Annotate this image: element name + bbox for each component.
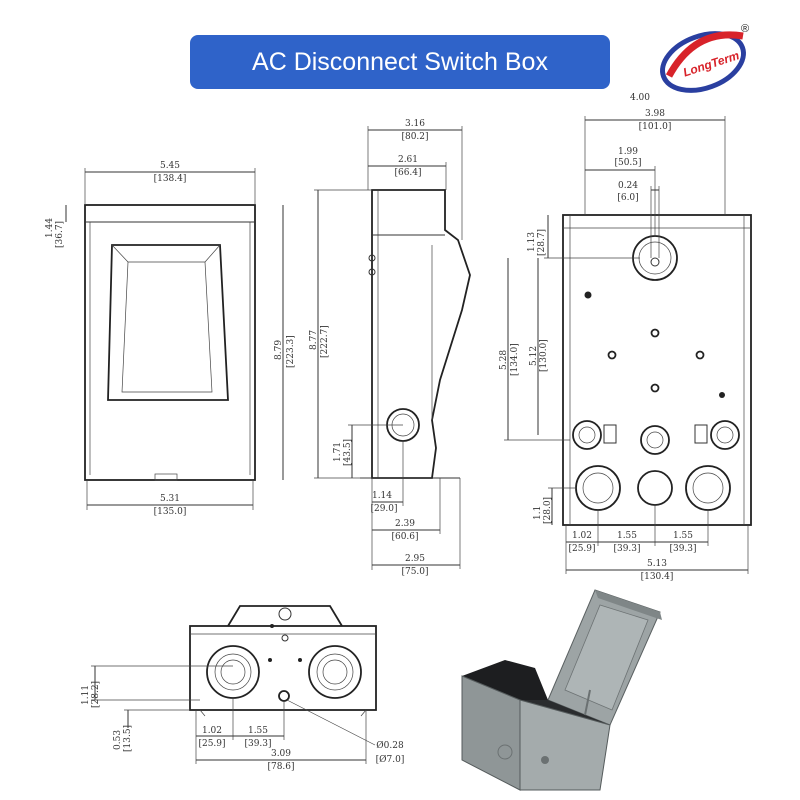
bottom-k2-mm: [39.3]: [244, 739, 271, 749]
front-top-band: 1.44: [45, 218, 55, 238]
front-width-bottom: 5.31: [160, 494, 180, 504]
side-hole-h: 1.71: [333, 442, 343, 462]
back-half: 1.99: [618, 147, 638, 157]
front-width-bottom-mm: [135.0]: [154, 507, 187, 517]
back-k2: 1.55: [617, 531, 637, 541]
side-base1: 2.39: [395, 519, 415, 529]
side-base2-mm: [75.0]: [401, 567, 428, 577]
product-illustration: [461, 589, 662, 791]
back-k2-mm: [39.3]: [613, 544, 640, 554]
back-width-mm: [130.4]: [641, 572, 674, 582]
back-k1-mm: [25.9]: [568, 544, 595, 554]
front-width-top-mm: [138.4]: [154, 174, 187, 184]
side-height: 8.77: [309, 330, 319, 350]
back-half-mm: [50.5]: [614, 158, 641, 168]
back-h2: 5.12: [529, 346, 539, 366]
longterm-logo: LongTerm ®: [660, 23, 749, 93]
side-depth-mm: [80.2]: [401, 132, 428, 142]
side-inner-mm: [66.4]: [394, 168, 421, 178]
back-top-offset-mm: [28.7]: [537, 229, 547, 256]
page-title: AC Disconnect Switch Box: [252, 47, 548, 76]
bottom-dia-mm: [Ø7.0]: [376, 754, 405, 765]
side-inner: 2.61: [398, 155, 418, 165]
front-view: 5.45 [138.4] 1.44 [36.7] 8.79 [223.3] 5.…: [45, 161, 296, 517]
side-hole-x-mm: [29.0]: [370, 504, 397, 514]
side-height-mm: [222.7]: [320, 325, 330, 358]
side-base1-mm: [60.6]: [391, 532, 418, 542]
bottom-h2-mm: [13.5]: [123, 725, 133, 752]
bottom-k1: 1.02: [202, 726, 222, 736]
back-h1-mm: [134.0]: [510, 343, 520, 376]
back-view: 4.00 3.98 [101.0] 1.99 [50.5] 0.24 [6.0]…: [499, 93, 752, 582]
side-hole-h-mm: [43.5]: [343, 439, 353, 466]
back-ko-h-mm: [28.0]: [543, 497, 553, 524]
side-hole-x: 1.14: [372, 491, 392, 501]
bottom-total-mm: [78.6]: [267, 762, 294, 772]
bottom-h1-mm: [28.2]: [91, 681, 101, 708]
bottom-view: 1.11 [28.2] 0.53 [13.5] 1.02 [25.9] 1.55…: [81, 605, 405, 772]
front-top-band-mm: [36.7]: [55, 221, 65, 248]
back-k3-mm: [39.3]: [669, 544, 696, 554]
back-h1: 5.28: [499, 350, 509, 370]
bottom-k2: 1.55: [248, 726, 268, 736]
back-hole: 0.24: [618, 181, 638, 191]
back-ko-h: 1.1: [533, 506, 543, 520]
side-base2: 2.95: [405, 554, 425, 564]
registered-mark: ®: [741, 23, 749, 35]
back-k3: 1.55: [673, 531, 693, 541]
front-height-mm: [223.3]: [286, 335, 296, 368]
side-view: 3.16 [80.2] 2.61 [66.4] 8.77 [222.7] 1.7…: [309, 119, 471, 577]
front-width-top: 5.45: [160, 161, 180, 171]
back-k1: 1.02: [572, 531, 592, 541]
front-height: 8.79: [274, 340, 284, 360]
back-width: 5.13: [647, 559, 667, 569]
side-depth: 3.16: [405, 119, 425, 129]
back-top-offset: 1.13: [527, 232, 537, 252]
back-top-width-label: 4.00: [630, 93, 650, 103]
back-hole-mm: [6.0]: [617, 193, 638, 203]
title-banner: AC Disconnect Switch Box: [190, 35, 610, 89]
bottom-h2: 0.53: [113, 730, 123, 750]
bottom-k1-mm: [25.9]: [198, 739, 225, 749]
back-h2-mm: [130.0]: [539, 339, 549, 372]
bottom-total: 3.09: [271, 749, 291, 759]
back-w-mm: [101.0]: [639, 122, 672, 132]
back-w: 3.98: [645, 109, 665, 119]
bottom-h1: 1.11: [81, 685, 91, 705]
bottom-dia: Ø0.28: [376, 740, 404, 751]
